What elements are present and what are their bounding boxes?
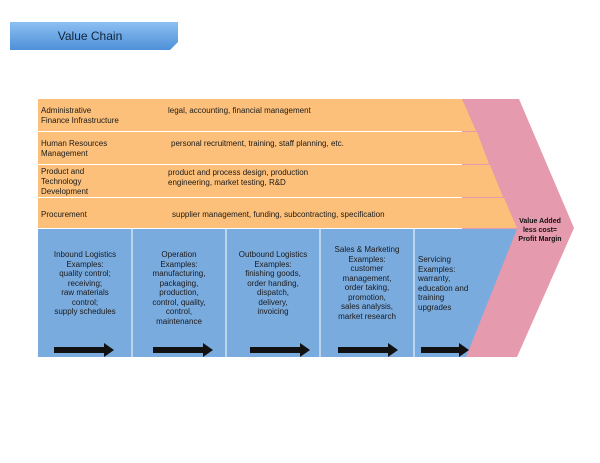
title-tab-shape <box>10 22 178 50</box>
support-label-procurement: Procurement <box>41 210 87 219</box>
profit-margin-label: Value Added less cost= Profit Margin <box>518 218 562 243</box>
primary-outbound-logistics: Outbound Logistics Examples: finishing g… <box>238 250 308 316</box>
title-tab: Value Chain <box>10 22 178 50</box>
support-label-hr: Human Resources Management <box>41 139 108 158</box>
flow-arrow-1 <box>54 343 114 357</box>
support-desc-infrastructure: legal, accounting, financial management <box>168 106 311 115</box>
support-band-procurement <box>38 198 517 228</box>
flow-arrow-3 <box>250 343 310 357</box>
support-label-infrastructure: Administrative Finance Infrastructure <box>41 106 119 125</box>
flow-arrow-4 <box>338 343 398 357</box>
support-desc-technology: product and process design, production e… <box>168 168 309 187</box>
flow-arrow-5 <box>421 343 469 357</box>
support-desc-procurement: supplier management, funding, subcontrac… <box>172 210 385 219</box>
diagram-title: Value Chain <box>57 29 123 43</box>
primary-inbound-logistics: Inbound Logistics Examples: quality cont… <box>53 250 117 316</box>
support-band-technology <box>38 165 503 197</box>
flow-arrow-2 <box>153 343 213 357</box>
primary-servicing: Servicing Examples: warranty, education … <box>418 255 469 312</box>
support-label-technology: Product and Technology Development <box>41 167 89 196</box>
primary-operation: Operation Examples: manufacturing, packa… <box>152 250 206 326</box>
primary-sales-marketing: Sales & Marketing Examples: customer man… <box>334 245 400 321</box>
support-desc-hr: personal recruitment, training, staff pl… <box>171 139 344 148</box>
primary-activities-band <box>38 229 517 357</box>
support-band-infrastructure <box>38 99 476 131</box>
support-band-hr <box>38 132 489 164</box>
